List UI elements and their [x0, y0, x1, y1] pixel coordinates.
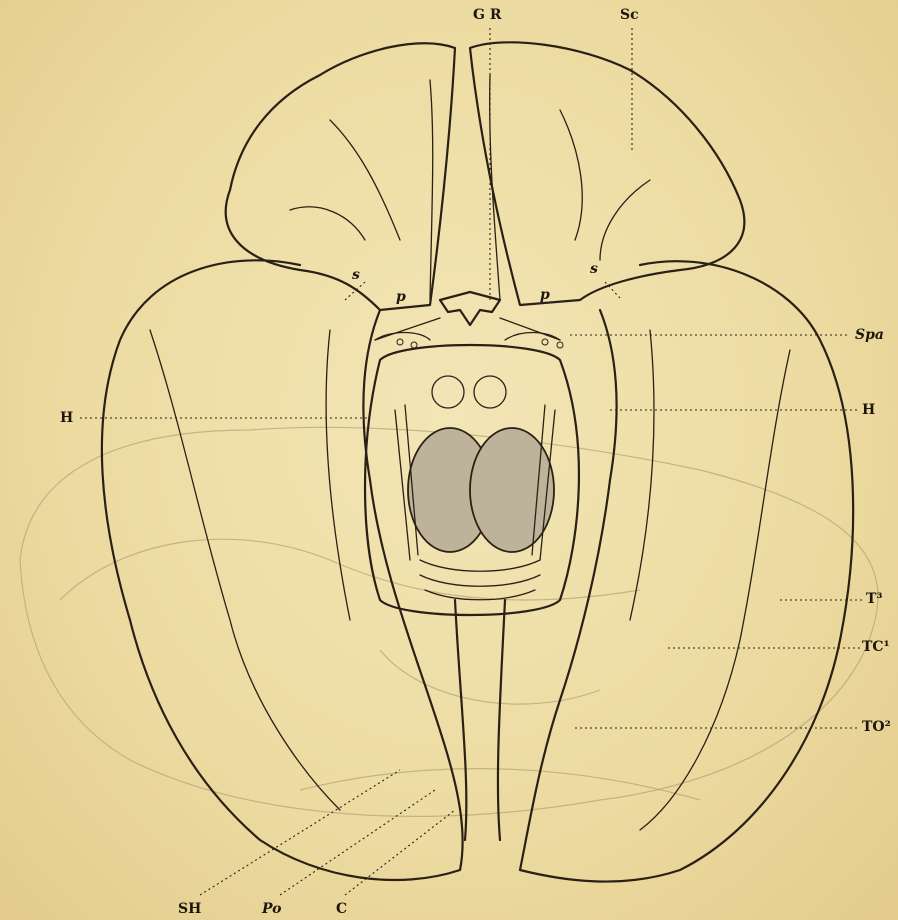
label-p-right: p [540, 288, 550, 302]
label-po: Po [262, 902, 282, 916]
label-t3: T³ [866, 592, 883, 606]
frontal-lobes [226, 42, 745, 310]
label-s-left: s [352, 268, 360, 282]
label-gr: G R [473, 8, 501, 22]
label-spa: Spa [855, 328, 884, 342]
central-structures [365, 292, 579, 840]
label-to2: TO² [862, 720, 891, 734]
label-p-left: p [396, 290, 406, 304]
label-h-left: H [60, 411, 73, 425]
label-tc1: TC¹ [862, 640, 890, 654]
label-sh: SH [178, 902, 201, 916]
label-s-right: s [590, 262, 598, 276]
label-sc: Sc [620, 8, 639, 22]
label-c: C [336, 902, 347, 916]
label-h-right: H [862, 403, 875, 417]
